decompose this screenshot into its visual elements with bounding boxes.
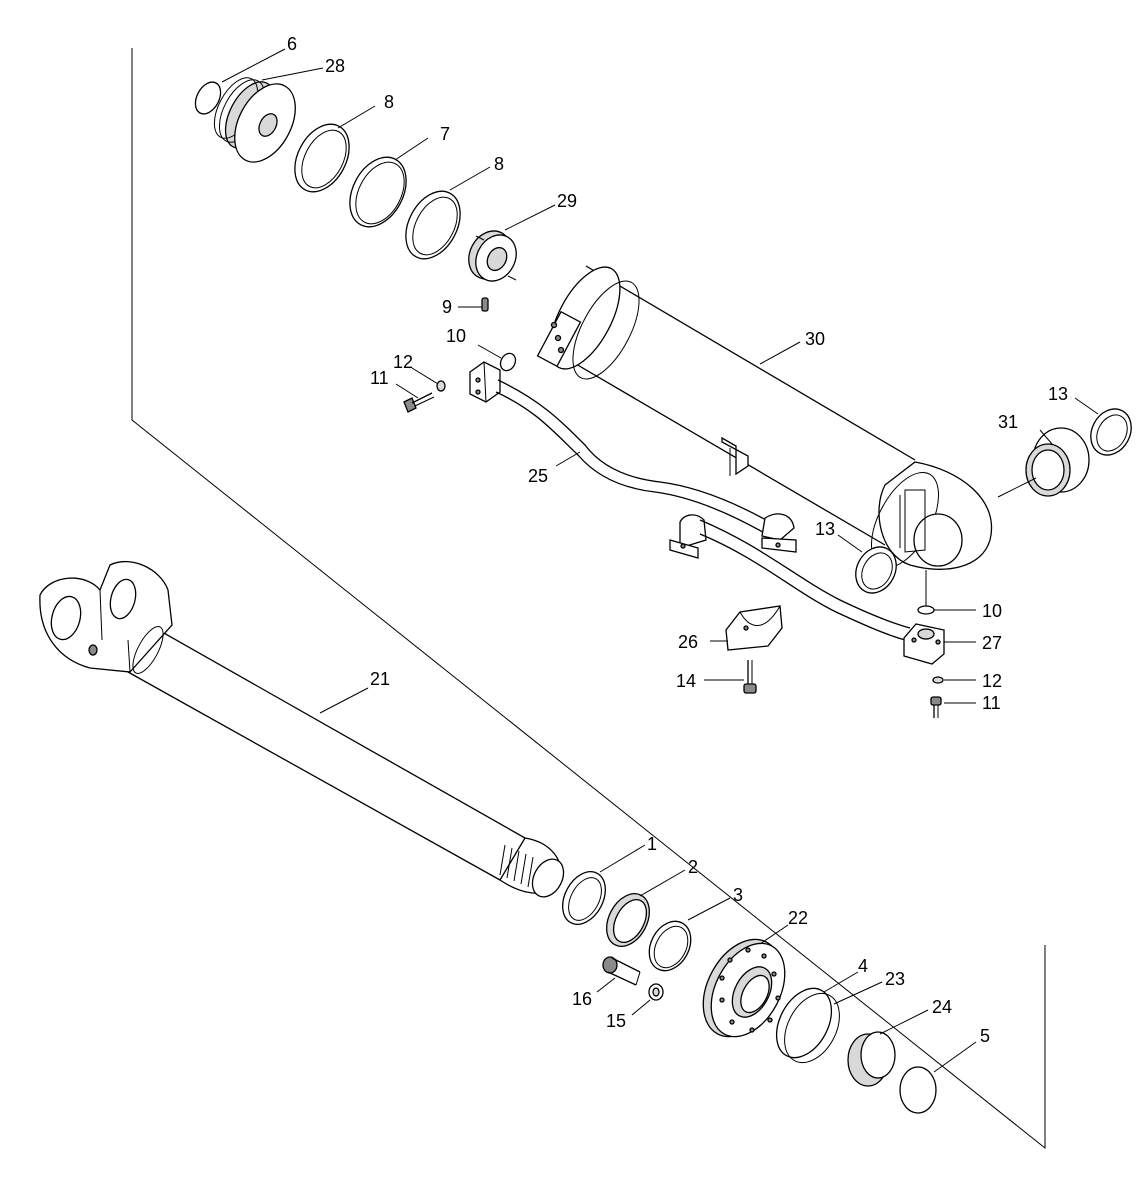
callout-12-upper: 12 <box>393 352 413 372</box>
seal-2 <box>606 893 650 947</box>
callout-30: 30 <box>805 329 825 349</box>
set-screw-9 <box>481 297 489 312</box>
o-ring-6 <box>194 81 222 115</box>
callout-31: 31 <box>998 412 1018 432</box>
callout-4: 4 <box>858 956 868 976</box>
assembly-frame <box>131 48 1046 1150</box>
backup-ring-23 <box>784 992 840 1064</box>
callout-2: 2 <box>688 857 698 877</box>
callout-10-lower: 10 <box>982 601 1002 621</box>
callout-15: 15 <box>606 1011 626 1031</box>
callout-8-lower: 8 <box>494 154 504 174</box>
flange-block-27 <box>903 623 945 665</box>
bolt-11-upper <box>403 392 435 413</box>
clamp-26 <box>725 605 783 651</box>
bushing-31 <box>1025 427 1090 497</box>
seal-ring-13-upper <box>1090 408 1132 456</box>
lock-nut-29 <box>468 230 517 282</box>
callout-28: 28 <box>325 56 345 76</box>
callout-11-upper: 11 <box>370 368 389 388</box>
callout-11-lower: 11 <box>982 693 1001 713</box>
seal-7 <box>349 156 407 228</box>
wear-ring-8-lower <box>405 190 461 260</box>
bolt-14 <box>743 660 757 694</box>
cylinder-tube-30 <box>536 265 993 570</box>
gland-22 <box>702 938 786 1038</box>
callout-5: 5 <box>980 1026 990 1046</box>
callout-7: 7 <box>440 124 450 144</box>
callout-14: 14 <box>676 671 696 691</box>
tube-25 <box>495 379 795 541</box>
callout-6: 6 <box>287 34 297 54</box>
callout-23: 23 <box>885 969 905 989</box>
wear-ring-8-upper <box>294 123 350 193</box>
washer-12-upper <box>436 380 446 392</box>
flange-block-upper <box>469 361 501 403</box>
o-ring-10-upper <box>499 352 517 372</box>
piston-rod-21 <box>39 560 565 898</box>
callout-13-head: 13 <box>815 519 835 539</box>
callout-1: 1 <box>647 834 657 854</box>
callout-8-upper: 8 <box>384 92 394 112</box>
callout-21: 21 <box>370 669 390 689</box>
callout-22: 22 <box>788 908 808 928</box>
callout-25: 25 <box>528 466 548 486</box>
callout-26: 26 <box>678 632 698 652</box>
callout-13-upper: 13 <box>1048 384 1068 404</box>
seal-5 <box>899 1066 937 1114</box>
callout-16: 16 <box>572 989 592 1009</box>
seal-1 <box>562 871 606 925</box>
callout-29: 29 <box>557 191 577 211</box>
seal-ring-13-head <box>855 546 897 594</box>
o-ring-4 <box>775 987 833 1059</box>
washer-15 <box>648 983 664 1001</box>
bolt-16 <box>602 956 641 986</box>
bushing-24 <box>847 1031 896 1087</box>
clamp-block-upper <box>761 537 797 553</box>
callout-3: 3 <box>733 885 743 905</box>
callout-24: 24 <box>932 997 952 1017</box>
callout-labels: 6 28 8 7 8 29 9 10 12 11 30 13 31 25 13 … <box>287 34 1068 1046</box>
washer-12-lower <box>932 676 944 684</box>
piston-28 <box>213 77 296 163</box>
bolt-11-lower <box>930 696 942 718</box>
callout-27: 27 <box>982 633 1002 653</box>
tube-27-line <box>669 514 911 641</box>
callout-10-upper: 10 <box>446 326 466 346</box>
callout-12-lower: 12 <box>982 671 1002 691</box>
seal-3 <box>648 920 692 972</box>
o-ring-10-lower <box>917 605 935 615</box>
leader-lines <box>221 48 1099 1073</box>
callout-9: 9 <box>442 297 452 317</box>
